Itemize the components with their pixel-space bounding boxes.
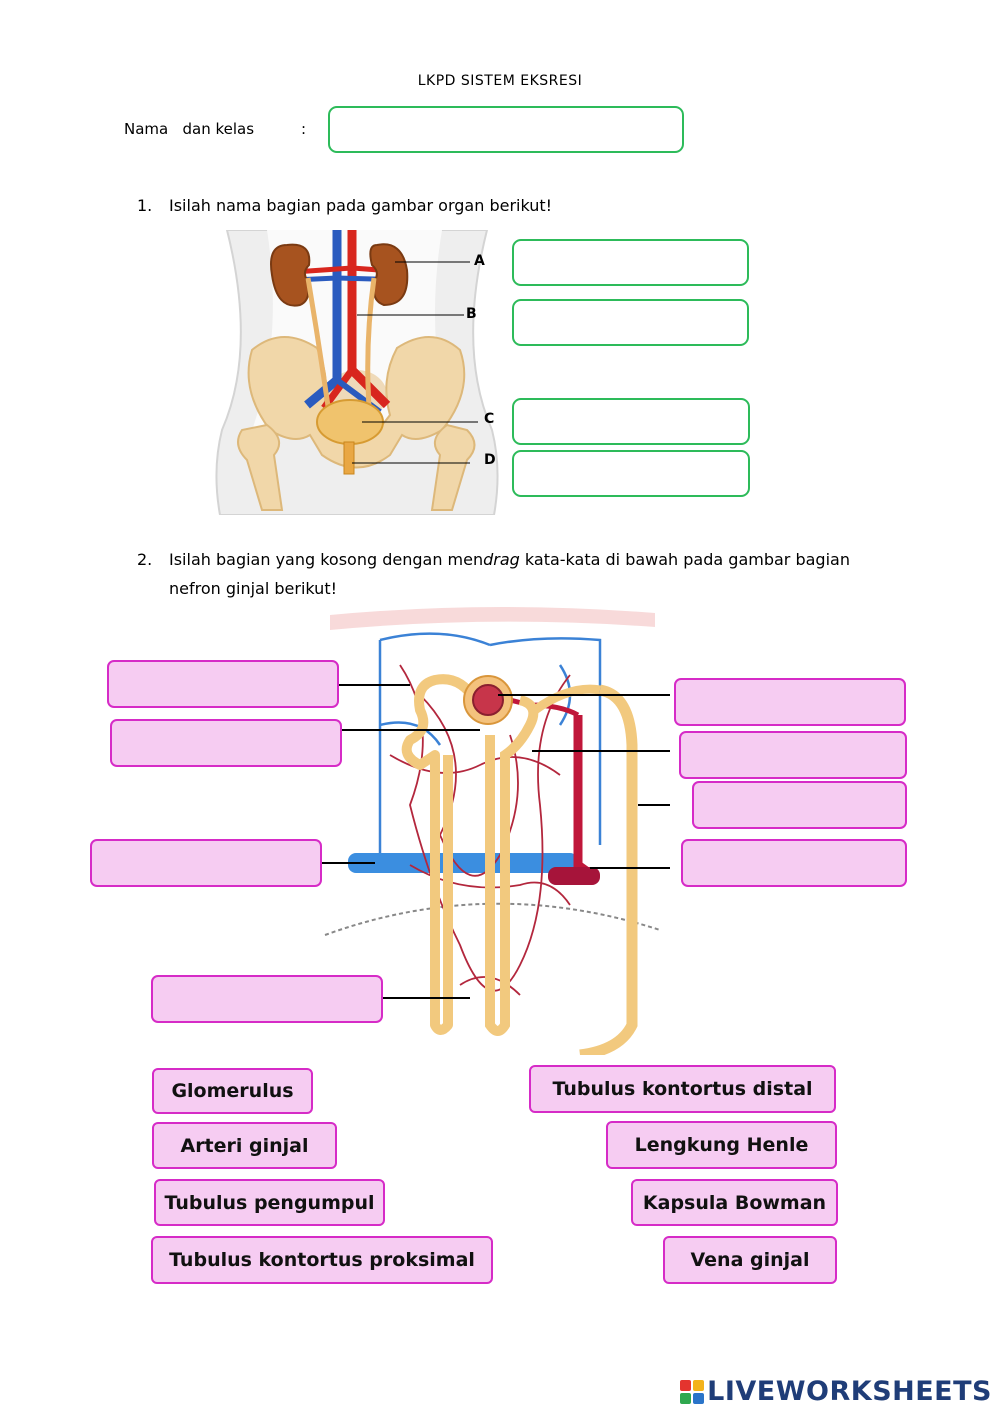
drop-target-6[interactable] [679,731,907,779]
word-chip-tubulus-kontortus-distal[interactable]: Tubulus kontortus distal [529,1065,836,1113]
liveworksheets-brand-text: LIVEWORKSHEETS [707,1376,992,1407]
word-chip-vena-ginjal[interactable]: Vena ginjal [663,1236,837,1284]
drop-target-1[interactable] [107,660,339,708]
left-femur [237,423,284,511]
question-1: 1. Isilah nama bagian pada gambar organ … [137,191,837,221]
name-label: Nama dan kelas [124,120,255,138]
question-1-number: 1. [137,196,153,215]
glomerulus-ball [472,684,504,716]
label-d: D [484,452,496,468]
drop-target-7[interactable] [692,781,907,829]
answer-a-input[interactable] [512,239,749,286]
question-2-line-1: Isilah bagian yang kosong dengan mendrag… [169,545,850,574]
word-chip-lengkung-henle[interactable]: Lengkung Henle [606,1121,837,1169]
answer-c-input[interactable] [512,398,750,445]
word-chip-arteri-ginjal[interactable]: Arteri ginjal [152,1122,337,1169]
urinary-system-image [215,230,499,515]
label-c: C [484,411,495,427]
liveworksheets-logo-icon [680,1379,705,1404]
question-2-number: 2. [137,550,153,569]
collecting-duct [579,684,638,1055]
left-ureter [305,277,333,421]
liveworksheets-logo: LIVEWORKSHEETS [680,1376,992,1407]
drop-target-4[interactable] [151,975,383,1023]
drop-target-8[interactable] [681,839,907,887]
drop-target-3[interactable] [90,839,322,887]
name-class-input[interactable] [328,106,684,153]
proximal-tubule [401,674,480,1035]
urethra [343,441,355,475]
answer-b-input[interactable] [512,299,749,346]
label-b: B [466,306,477,322]
nephron-image [322,606,670,1055]
word-chip-tubulus-kontortus-proksimal[interactable]: Tubulus kontortus proksimal [151,1236,493,1284]
drop-target-2[interactable] [110,719,342,767]
renal-artery-vessel [573,715,595,879]
question-1-text: Isilah nama bagian pada gambar organ ber… [169,196,553,215]
page-title: LKPD SISTEM EKSRESI [417,73,583,89]
left-kidney [270,243,311,307]
vein-network [378,632,602,855]
q2-line1-em: drag [483,550,520,569]
answer-d-input[interactable] [512,450,750,497]
renal-vein [348,853,578,873]
name-colon: : [301,120,307,138]
drop-target-5[interactable] [674,678,906,726]
word-chip-kapsula-bowman[interactable]: Kapsula Bowman [631,1179,838,1226]
right-femur [430,423,476,511]
word-chip-glomerulus[interactable]: Glomerulus [152,1068,313,1114]
q2-line1-pre: Isilah bagian yang kosong dengan men [169,550,484,569]
right-kidney [369,243,409,307]
question-2: 2. Isilah bagian yang kosong dengan mend… [137,545,897,605]
loop-of-henle [485,695,539,1036]
question-2-line-2: nefron ginjal berikut! [169,579,338,598]
q2-line1-post: kata-kata di bawah pada gambar bagian [519,550,850,569]
word-chip-tubulus-pengumpul[interactable]: Tubulus pengumpul [154,1179,385,1226]
label-a: A [474,253,485,269]
